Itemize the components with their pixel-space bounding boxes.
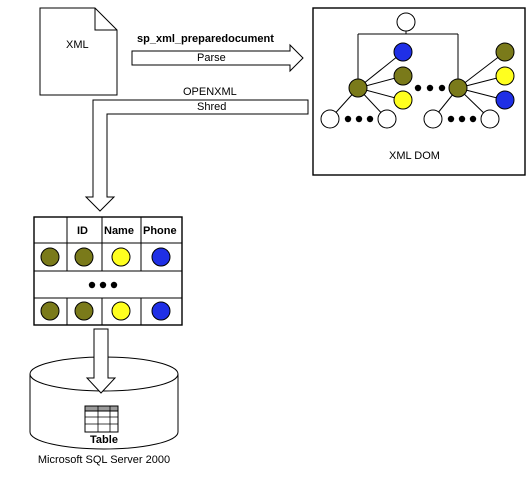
load-arrow <box>85 328 117 394</box>
shred-function-label: OPENXML <box>183 86 237 98</box>
table-cell-marks <box>40 247 171 321</box>
table-cell-circle <box>111 301 131 321</box>
parse-arrow <box>131 43 304 73</box>
dom-root-node <box>396 12 416 32</box>
column-header-name: Name <box>104 225 134 237</box>
xml-dom-label: XML DOM <box>389 150 440 162</box>
ellipsis-dot <box>99 281 107 289</box>
dom-leaf-node <box>480 109 500 129</box>
ellipsis-dot <box>469 115 477 123</box>
table-cell-circle <box>151 301 171 321</box>
ellipsis-dot <box>344 115 352 123</box>
table-label: Table <box>90 434 118 446</box>
dom-leaf-node <box>320 109 340 129</box>
shred-action-label: Shred <box>197 101 226 113</box>
ellipsis-dot <box>447 115 455 123</box>
parse-action-label: Parse <box>197 52 226 64</box>
dom-leaf-node <box>393 66 413 86</box>
dom-leaf-node <box>495 66 515 86</box>
dom-element-node <box>448 78 468 98</box>
dom-leaf-node <box>423 109 443 129</box>
column-header-id: ID <box>77 225 88 237</box>
dom-edge <box>357 51 404 89</box>
ellipsis-dot <box>366 115 374 123</box>
ellipsis-dot <box>414 84 422 92</box>
parse-procedure-label: sp_xml_preparedocument <box>137 33 274 45</box>
shred-arrow <box>84 99 309 212</box>
dom-leaf-node <box>377 109 397 129</box>
dom-leaf-node <box>495 90 515 110</box>
xml-document: XML <box>39 7 118 96</box>
dom-leaf-node <box>393 42 413 62</box>
table-cell-circle <box>151 247 171 267</box>
dom-edge <box>457 51 506 89</box>
table-cell-circle <box>74 301 94 321</box>
dom-tree-nodes <box>320 12 515 129</box>
ellipsis-dot <box>458 115 466 123</box>
server-label: Microsoft SQL Server 2000 <box>38 454 170 466</box>
table-grid: ID Name Phone <box>33 216 183 326</box>
ellipsis-dot <box>110 281 118 289</box>
xml-dom-panel: XML DOM <box>312 7 526 176</box>
table-icon <box>84 405 119 433</box>
table-cell-circle <box>40 301 60 321</box>
dom-element-node <box>348 78 368 98</box>
table-cell-circle <box>111 247 131 267</box>
ellipsis-dot <box>88 281 96 289</box>
ellipsis-dot <box>438 84 446 92</box>
table-cell-circle <box>74 247 94 267</box>
xml-document-label: XML <box>66 39 89 51</box>
dom-leaf-node <box>495 42 515 62</box>
column-header-phone: Phone <box>143 225 177 237</box>
ellipsis-dot <box>426 84 434 92</box>
table-cell-circle <box>40 247 60 267</box>
ellipsis-dot <box>355 115 363 123</box>
dom-leaf-node <box>393 90 413 110</box>
